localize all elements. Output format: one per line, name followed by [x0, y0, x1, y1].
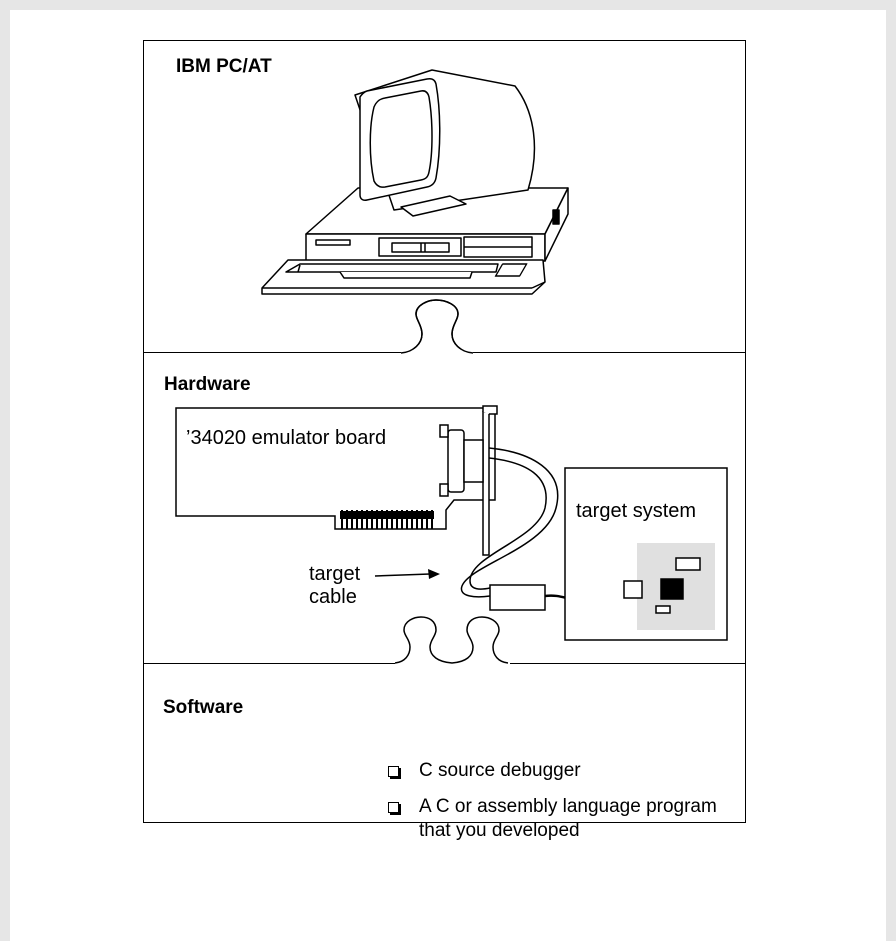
cable-arrow [374, 569, 440, 579]
pc-section-title: IBM PC/AT [176, 56, 272, 77]
target-system-label: target system [576, 500, 697, 522]
board-label: ’34020 emulator board [186, 427, 387, 449]
cable-connector [489, 584, 546, 611]
cable-label-line2: cable [309, 586, 357, 608]
hardware-section-title: Hardware [164, 374, 251, 395]
checkbox-bullet-icon [388, 766, 399, 777]
connector-puzzle-bottom [394, 616, 510, 667]
computer-icon [261, 69, 569, 295]
checkbox-bullet-icon [388, 802, 399, 813]
software-item-1: C source debugger [419, 760, 581, 781]
emulator-board [175, 405, 498, 556]
software-item-2-line2: that you developed [419, 820, 580, 841]
software-item-2-line1: A C or assembly language program [419, 796, 717, 817]
target-system-box [564, 467, 728, 641]
cable-label-line1: target [309, 563, 361, 585]
connector-puzzle-top [400, 299, 474, 357]
software-section-title: Software [163, 697, 244, 718]
target-cable [460, 447, 559, 598]
